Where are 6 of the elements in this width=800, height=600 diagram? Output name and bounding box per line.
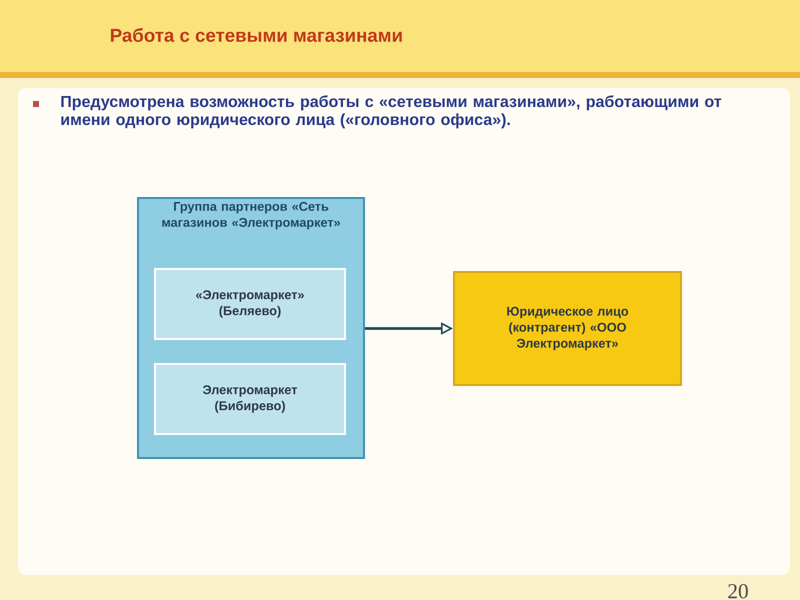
bullet-text: Предусмотрена возможность работы с «сетевыми магазинами», работающими от имени одного юридического лица («головного офиса»). (61, 95, 722, 128)
title: Работа с сетевыми магазинами (110, 28, 402, 42)
entity-box: Юридическое лицо (контрагент) «ООО Электромаркет» (453, 271, 682, 386)
shop-box: «Электромаркет» (Беляево) (154, 268, 346, 340)
shop-box: Электромаркет (Бибирево) (154, 363, 346, 435)
page-number: 20 (728, 584, 748, 598)
